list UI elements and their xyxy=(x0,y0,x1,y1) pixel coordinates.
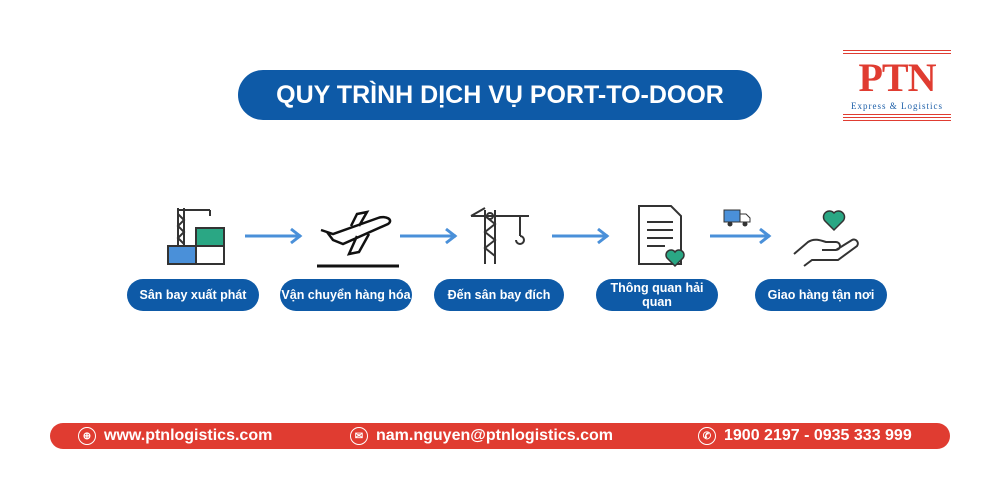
step-label: Giao hàng tận nơi xyxy=(755,279,887,311)
step-label: Thông quan hải quan xyxy=(596,279,718,311)
website-link[interactable]: www.ptnlogistics.com xyxy=(104,427,273,444)
step-label: Vận chuyển hàng hóa xyxy=(280,279,412,311)
crane-icon xyxy=(470,207,529,264)
arrow-icon xyxy=(710,227,772,245)
document-heart-icon xyxy=(638,205,685,268)
step-label: Sân bay xuất phát xyxy=(127,279,259,311)
page-title: QUY TRÌNH DỊCH VỤ PORT-TO-DOOR xyxy=(238,70,762,120)
phone-icon: ✆ xyxy=(698,427,716,445)
email-link[interactable]: nam.nguyen@ptnlogistics.com xyxy=(376,427,613,444)
port-crane-containers-icon xyxy=(167,208,225,265)
arrow-icon xyxy=(552,227,610,245)
airplane-icon xyxy=(317,210,399,268)
contact-footer: ⊕ www.ptnlogistics.com ✉ nam.nguyen@ptnlog… xyxy=(50,423,950,449)
phone-number[interactable]: 1900 2197 - 0935 333 999 xyxy=(724,427,912,444)
globe-icon: ⊕ xyxy=(78,427,96,445)
email-icon: ✉ xyxy=(350,427,368,445)
arrow-icon xyxy=(245,227,303,245)
step-label: Đến sân bay đích xyxy=(434,279,564,311)
ptn-logo: PTN Express & Logistics xyxy=(843,50,951,122)
hand-heart-icon xyxy=(793,210,859,267)
delivery-truck-icon xyxy=(723,209,751,227)
arrow-icon xyxy=(400,227,458,245)
